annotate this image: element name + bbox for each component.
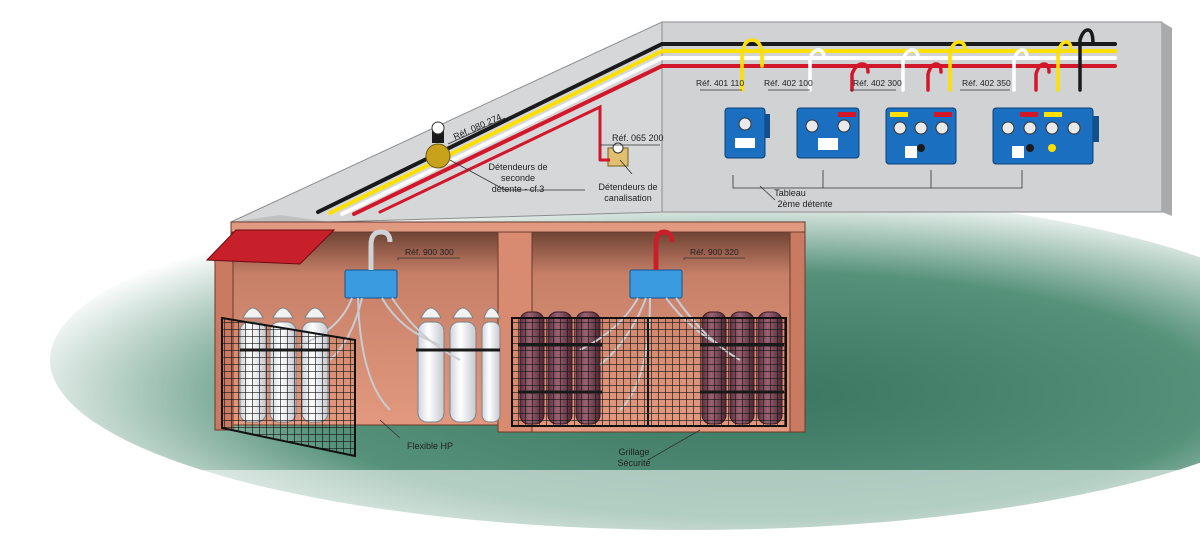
panel-401-110: [724, 107, 770, 159]
side-wall: [230, 21, 663, 223]
label-ref-402-350: Réf. 402 350: [962, 78, 1011, 88]
safety-grid-right: [511, 317, 787, 427]
label-ref-401-110: Réf. 401 110: [696, 78, 744, 88]
label-detendeurs-seconde-3: détente - cf.3: [492, 184, 545, 194]
label-ref-900-300: Réf. 900 300: [405, 247, 454, 257]
label-ref-402-300: Réf. 402 300: [853, 78, 902, 88]
label-tableau-1: Tableau: [774, 188, 806, 198]
regulator-080-274: [425, 121, 451, 169]
label-detendeurs-canalisation-2: canalisation: [604, 193, 652, 203]
regulator-065-200: [600, 142, 629, 167]
panel-402-100: [796, 107, 860, 159]
manifold-900-300: [299, 229, 461, 411]
label-detendeurs-seconde-1: Détendeurs de: [488, 162, 547, 172]
label-grillage-1: Grillage: [618, 447, 649, 457]
label-ref-900-320: Réf. 900 320: [690, 247, 739, 257]
safety-grid-left: [221, 316, 356, 458]
leader-lines: [379, 89, 1023, 461]
label-detendeurs-seconde-2: seconde: [501, 173, 535, 183]
label-detendeurs-canalisation-1: Détendeurs de: [598, 182, 657, 192]
cabinet-roof: [205, 229, 336, 265]
pipe-drops: [740, 28, 1095, 92]
label-ref-065-200: Réf. 065 200: [612, 133, 664, 143]
label-ref-402-100: Réf. 402 100: [764, 78, 813, 88]
panel-402-300: [885, 107, 957, 165]
label-tableau-2: 2ème détente: [777, 199, 832, 209]
panel-402-350: [992, 107, 1099, 165]
label-grillage-2: Sécurité: [617, 458, 650, 468]
label-flexible-hp: Flexible HP: [407, 441, 453, 451]
